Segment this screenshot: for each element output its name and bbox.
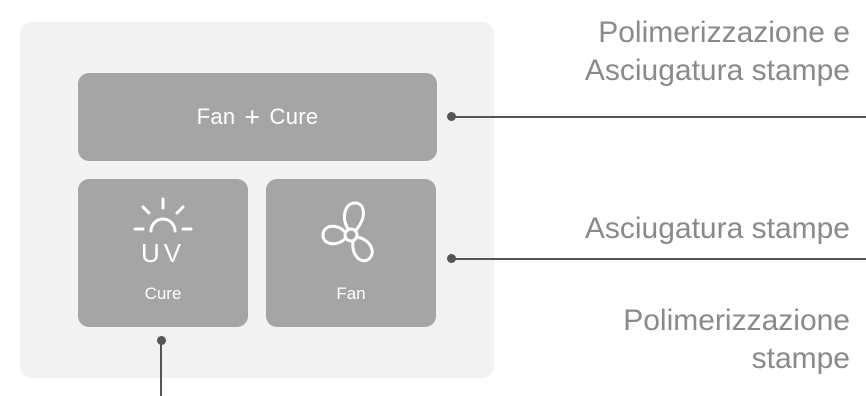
callout-fan-text: Asciugatura stampe [584, 212, 850, 245]
fan-cure-label-cure: Cure [269, 104, 319, 129]
callout-fan: Asciugatura stampe [585, 210, 850, 248]
fan-cure-button[interactable]: Fan + Cure [78, 73, 437, 161]
cure-label: Cure [144, 284, 182, 303]
callout-fan-cure: Polimerizzazione e Asciugatura stampe [585, 14, 850, 90]
plus-sign: + [244, 101, 261, 132]
callout-fan-cure-line1: Polimerizzazione e [598, 16, 850, 49]
callout-cure-line1: Polimerizzazione [623, 304, 850, 337]
fan-cure-label-fan: Fan [196, 104, 236, 129]
fan-icon [266, 193, 436, 273]
callout-fan-cure-line2: Asciugatura stampe [584, 54, 850, 87]
leader-line-fan [451, 258, 866, 260]
callout-cure: Polimerizzazione stampe [623, 302, 850, 378]
callout-cure-line2: stampe [751, 342, 850, 375]
cure-button[interactable]: UV Cure [78, 179, 248, 327]
fan-label: Fan [336, 284, 366, 303]
uv-icon-text: UV [141, 238, 185, 268]
leader-line-fan-cure [451, 116, 866, 118]
fan-button[interactable]: Fan [266, 179, 436, 327]
leader-line-cure [160, 340, 162, 396]
uv-light-icon: UV [78, 193, 248, 273]
